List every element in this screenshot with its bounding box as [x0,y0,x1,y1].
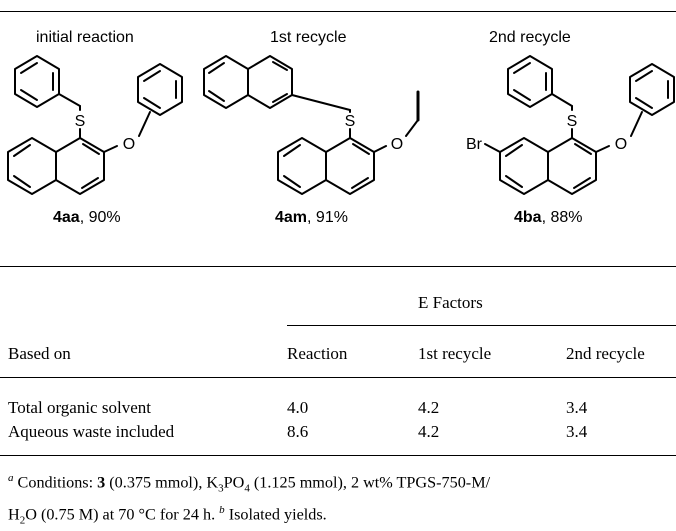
compound-label-4ba: 4ba, 88% [514,209,583,226]
footnote-line-2: H2O (0.75 M) at 70 °C for 24 h. b Isolat… [8,500,490,531]
subscript: 4 [244,482,250,495]
reaction-scheme: S O S O Br S O initial reaction 1st recy… [7,29,675,226]
column-header-2nd-recycle: 2nd recycle [566,344,645,363]
atom-s-4am: S [345,113,356,130]
row-label: Total organic solvent [8,398,151,417]
compound-label-4aa: 4aa, 90% [53,209,121,226]
row-label: Aqueous waste included [8,422,175,441]
structure-4ba [484,55,675,195]
compound-label-4am: 4am, 91% [275,209,348,226]
column-header-1st-recycle: 1st recycle [418,344,492,363]
atom-o-4ba: O [615,136,627,153]
e-factors-header: E Factors [418,293,483,312]
footnote-text: H [8,505,20,524]
footnote-text: Conditions: [13,473,98,492]
cell-1st-recycle: 4.2 [418,398,440,417]
cell-1st-recycle: 4.2 [418,422,440,441]
table-bottom-rule [0,455,676,456]
column-header-based-on: Based on [8,344,71,363]
footnote-text: Isolated yields. [224,505,327,524]
cell-reaction: 4.0 [287,398,309,417]
footnote-mark-b: b [219,503,225,516]
footnote-mark-a: a [8,472,14,484]
atom-br-4ba: Br [466,136,483,153]
structure-4am [203,55,420,195]
atom-s-4ba: S [567,113,578,130]
footnote-text: (0.375 mmol), K [105,473,219,492]
footnote-line-1: a Conditions: 3 (0.375 mmol), K3PO4 (1.1… [8,468,490,500]
footnote-text: PO [223,473,245,492]
cell-2nd-recycle: 3.4 [566,398,588,417]
atom-o-4aa: O [123,136,135,153]
column-header-reaction: Reaction [287,344,348,363]
subscript: 3 [218,482,224,495]
scheme-bottom-rule [0,266,676,267]
compound-ref-3: 3 [97,473,106,492]
footnote: a Conditions: 3 (0.375 mmol), K3PO4 (1.1… [8,468,490,531]
header-bottom-rule [0,377,676,378]
atom-o-4am: O [391,136,403,153]
cell-reaction: 8.6 [287,422,309,441]
scheme-header-initial: initial reaction [36,29,134,46]
scheme-header-2nd: 2nd recycle [489,29,571,46]
structure-4aa [7,55,183,195]
subscript: 2 [19,514,26,527]
atom-s-4aa: S [75,113,86,130]
cell-2nd-recycle: 3.4 [566,422,588,441]
top-rule [0,11,676,12]
scheme-header-1st: 1st recycle [270,29,347,46]
footnote-text: O (0.75 M) at 70 °C for 24 h. [25,505,220,524]
e-factors-rule [287,325,676,326]
footnote-text: (1.125 mmol), 2 wt% TPGS-750-M/ [249,473,491,492]
